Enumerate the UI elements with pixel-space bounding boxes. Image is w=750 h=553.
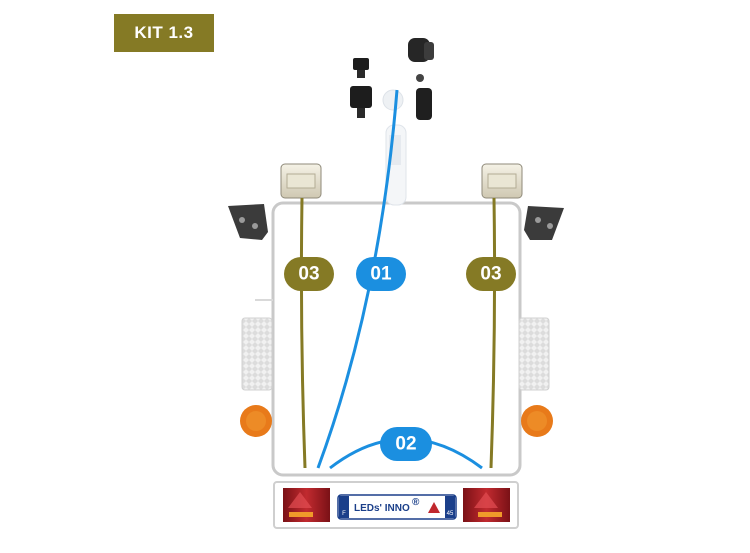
svg-text:01: 01 (370, 264, 392, 285)
svg-text:45: 45 (447, 511, 454, 517)
cable-label-03-left: 03 (284, 257, 334, 291)
mounting-bracket-icon (524, 206, 564, 240)
cable-03-left (299, 197, 307, 469)
connector-plug-icon (350, 58, 372, 118)
reflector-icon (241, 317, 273, 391)
cable-03-right (489, 197, 497, 469)
reflector-icon (518, 317, 550, 391)
cable-label-03-right: 03 (466, 257, 516, 291)
svg-text:F: F (342, 511, 346, 517)
cable-label-02: 02 (380, 427, 432, 461)
cable-label-01: 01 (356, 257, 406, 291)
warning-triangle-icon (428, 502, 440, 513)
connector-socket-icon (408, 38, 434, 120)
svg-text:03: 03 (480, 264, 501, 285)
license-plate: F 45 LEDs' INNO ® (337, 494, 457, 520)
mounting-bracket-icon (228, 204, 268, 240)
svg-text:®: ® (412, 497, 420, 508)
side-marker-icon (240, 405, 272, 437)
work-light-icon (280, 163, 322, 199)
side-marker-icon (521, 405, 553, 437)
rear-lamp-icon (463, 488, 510, 522)
svg-text:03: 03 (298, 264, 319, 285)
svg-text:02: 02 (395, 434, 416, 455)
rear-lamp-icon (283, 488, 330, 522)
work-light-icon (481, 163, 523, 199)
svg-text:LEDs' INNO: LEDs' INNO (354, 503, 410, 514)
kit-badge: KIT 1.3 (114, 14, 214, 52)
